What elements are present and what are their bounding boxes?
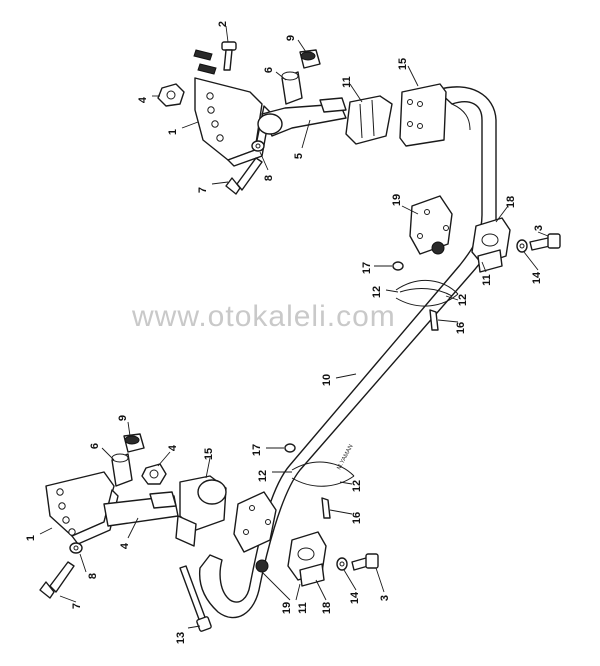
nut-9-lower [123,433,145,453]
u-clamp-upper [395,279,459,307]
callout-8: 8 [87,573,99,579]
callout-14: 14 [349,591,361,604]
bolt-16-lower [321,497,331,519]
nut-9-upper [299,49,321,69]
nut-upper [157,83,185,107]
washer-lower [69,542,83,554]
callout-17: 17 [361,262,373,274]
stripe-marker [193,49,217,75]
clamp-bracket-lower [175,475,227,547]
callout-18: 18 [505,196,517,208]
callout-3: 3 [533,225,545,231]
nut-4-lower [141,463,167,485]
clamp-block-upper [345,95,393,145]
tube-marking: M.YAMAN [336,444,354,471]
callout-15: 15 [203,448,215,460]
callout-13: 13 [175,632,187,644]
callout-9: 9 [117,415,129,421]
callout-2: 2 [217,21,229,27]
watermark: www.otokaleli.com [131,300,396,333]
callout-12: 12 [371,286,383,298]
callout-19: 19 [281,602,293,614]
callout-7: 7 [71,603,83,609]
callout-11: 11 [481,274,493,286]
bolt-3-upper [529,233,561,251]
bolt-3-lower [351,553,379,571]
nut-17-upper [392,261,404,271]
callout-11: 11 [297,602,309,614]
callout-3: 3 [379,595,391,601]
callout-6: 6 [263,67,275,73]
callout-5: 5 [293,153,305,159]
washer-upper [251,140,265,152]
clamp-bracket-upper [399,83,447,147]
washer-14-upper [516,239,528,253]
callout-9: 9 [285,35,297,41]
callout-12: 12 [457,294,469,306]
callout-16: 16 [351,512,363,524]
callout-8: 8 [263,175,275,181]
crossbar-arm-upper [257,97,347,137]
mounting-bracket-lower [45,471,119,545]
bolt-7-lower [39,561,75,599]
callout-18: 18 [321,602,333,614]
callout-12: 12 [351,480,363,492]
callout-11: 11 [341,76,353,88]
callout-14: 14 [531,271,543,284]
callout-15: 15 [397,58,409,70]
bolt-upper [221,41,237,71]
u-clamp-lower [291,461,355,487]
callout-6: 6 [89,443,101,449]
callout-12: 12 [257,470,269,482]
callout-4: 4 [119,542,131,549]
callout-4: 4 [167,444,179,451]
nut-17-lower [284,443,296,453]
spacer-upper [281,71,303,105]
callout-10: 10 [321,374,333,386]
washer-14-lower [336,557,348,571]
leader-lines [39,25,549,629]
callout-labels: 2 9 6 4 1 11 15 5 8 7 19 18 3 17 12 12 1… [25,21,545,644]
hitch-bracket-upper [471,217,511,273]
callout-19: 19 [391,194,403,206]
callout-7: 7 [197,187,209,193]
bolt-16-upper [429,309,439,331]
bolt-7-upper [225,157,263,195]
callout-17: 17 [251,444,263,456]
callout-1: 1 [25,535,37,541]
side-plate-upper [409,195,453,255]
hitch-bracket-lower [287,531,327,587]
callout-16: 16 [455,322,467,334]
spacer-lower [111,453,133,487]
callout-4: 4 [137,96,149,103]
callout-1: 1 [167,129,179,135]
